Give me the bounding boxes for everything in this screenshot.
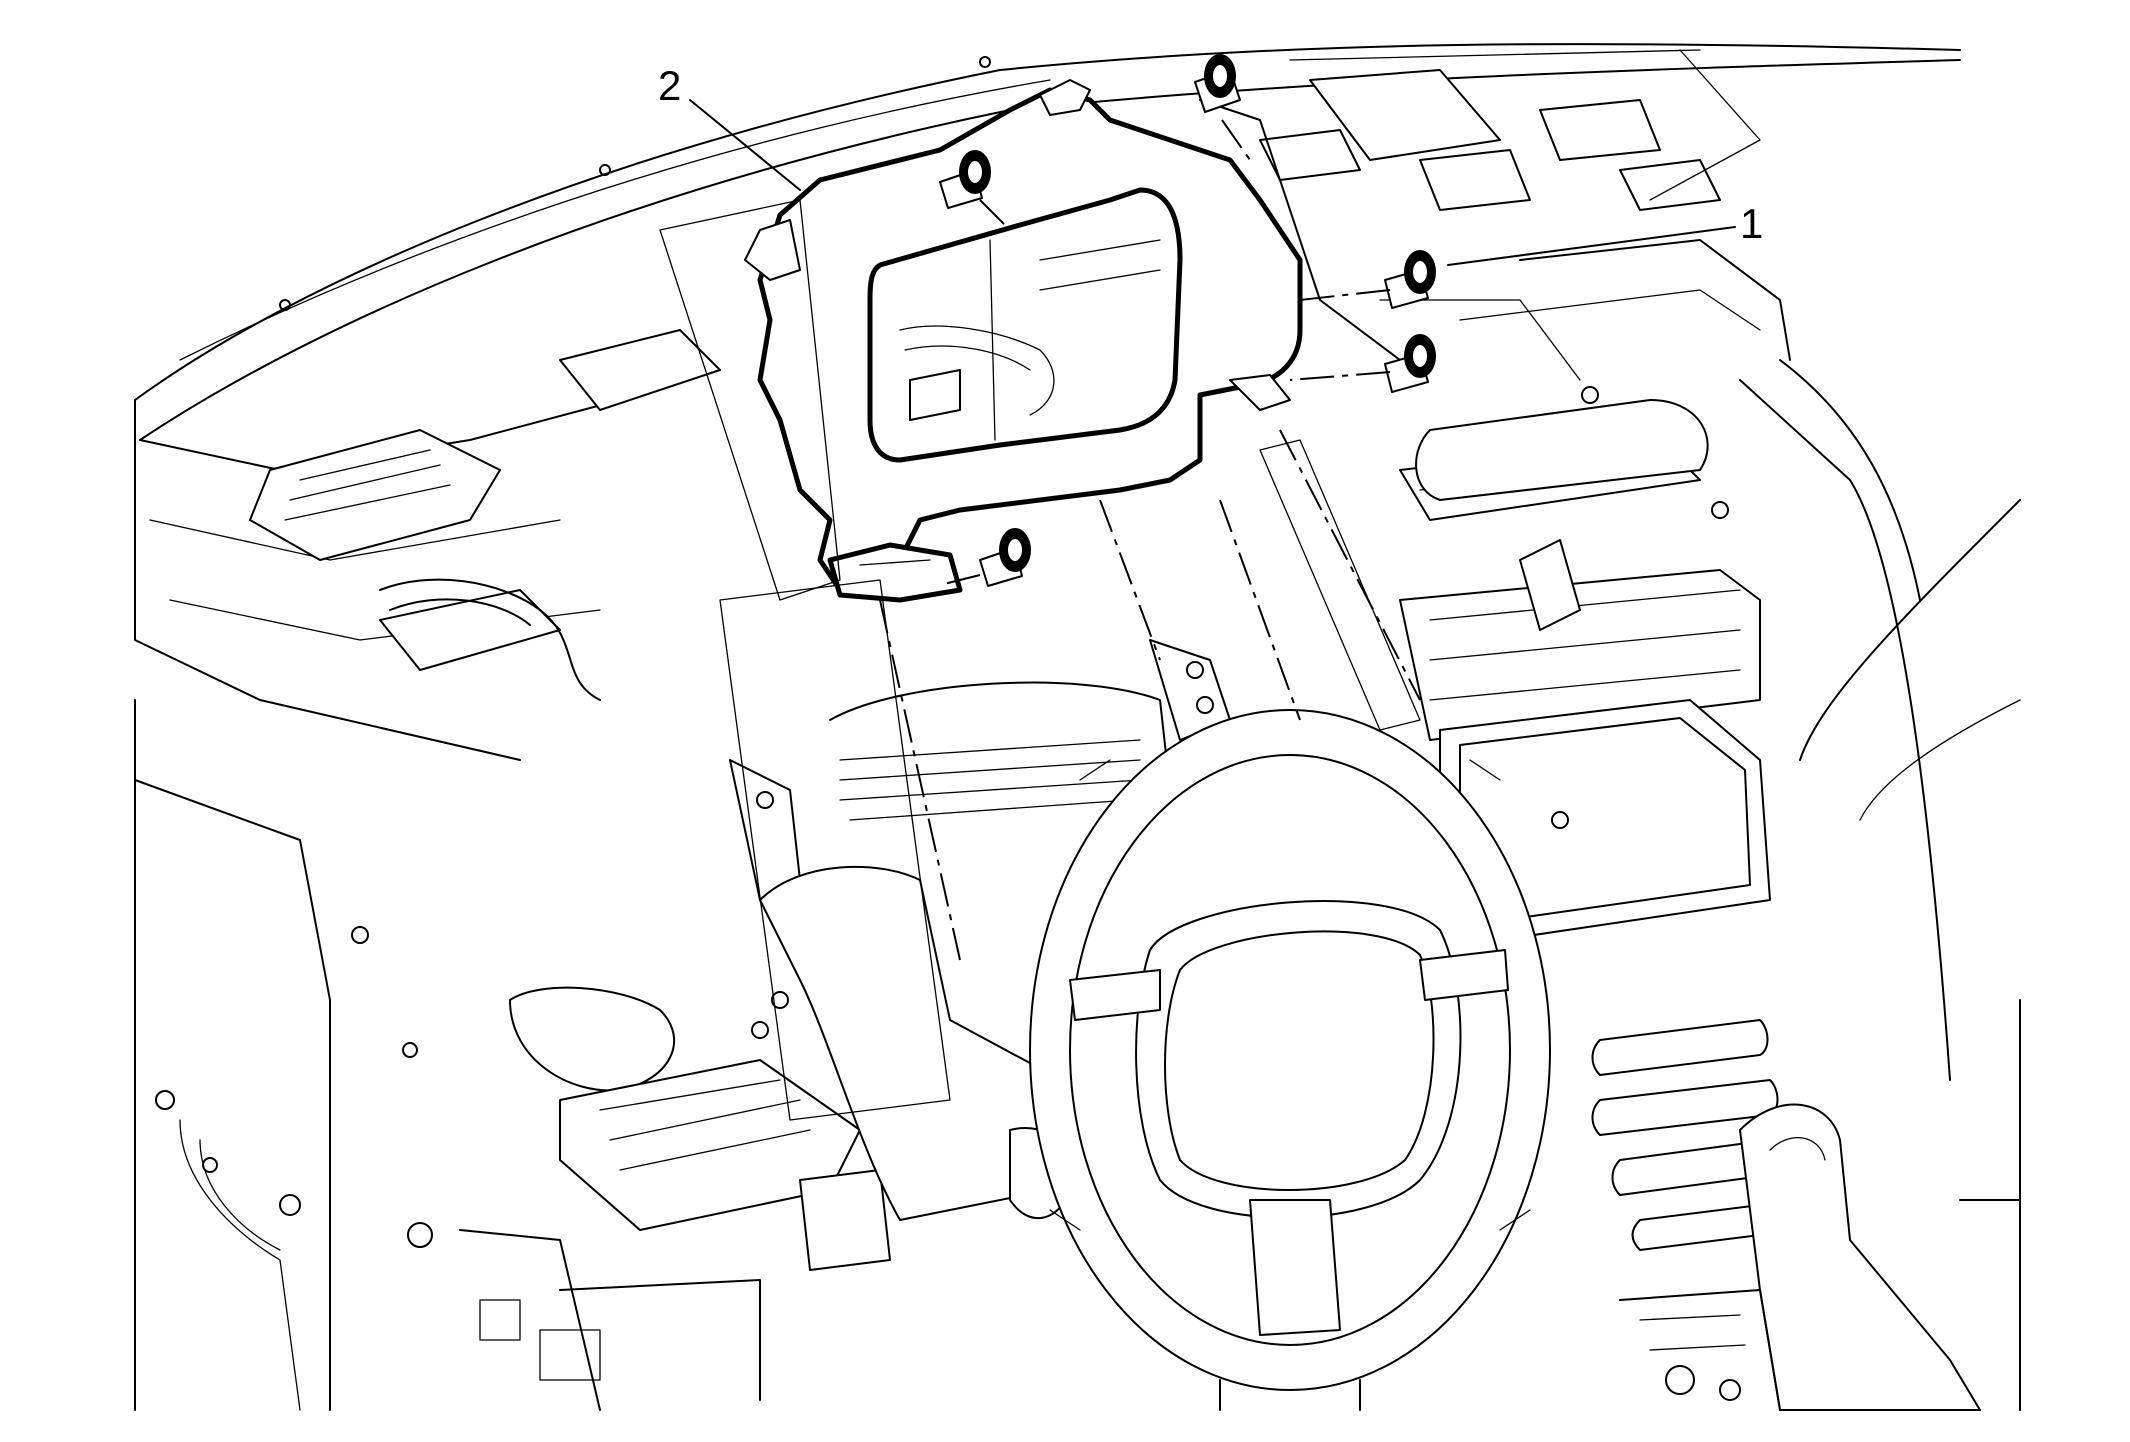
screw-upper-left xyxy=(939,150,991,209)
fasteners xyxy=(939,54,1436,587)
instrument-cluster-trim-bezel xyxy=(744,79,1303,603)
screw-top xyxy=(1194,54,1241,113)
steering-wheel xyxy=(1029,709,1551,1411)
instrument-panel-structure xyxy=(134,43,1961,1411)
callout-label-2: 2 xyxy=(658,62,681,109)
installation-lines xyxy=(659,119,1421,1121)
callout-label-1: 1 xyxy=(1740,200,1763,247)
screw-right-upper xyxy=(1384,250,1436,309)
center-stack xyxy=(1199,49,2021,1411)
screw-lower xyxy=(979,528,1031,587)
callout-1: 1 xyxy=(1447,200,1763,266)
screw-right-lower xyxy=(1384,334,1436,393)
callout-2: 2 xyxy=(658,62,801,191)
